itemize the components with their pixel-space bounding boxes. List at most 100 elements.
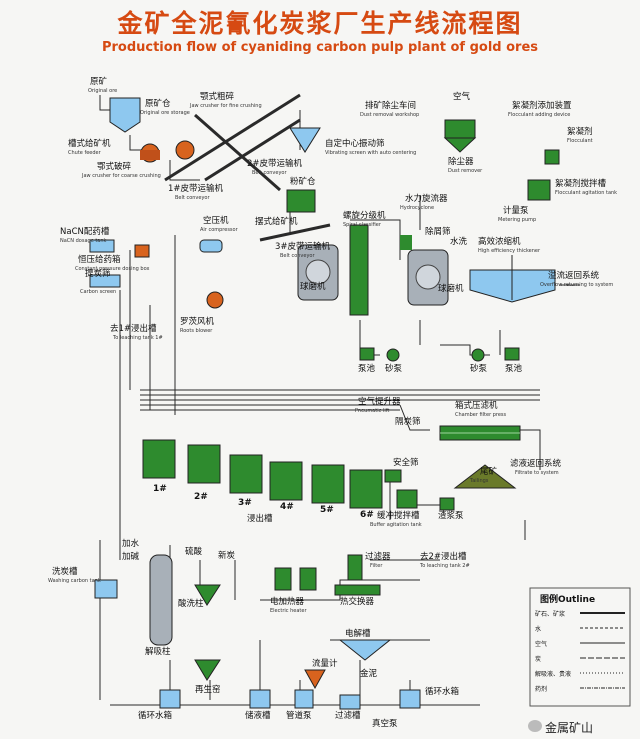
belt-conveyors [164, 93, 331, 242]
label-new-carbon: 新炭 [218, 551, 236, 561]
label-regen-kiln: 再生窑 [195, 685, 221, 695]
label-add-alkali: 加碱 [122, 552, 140, 562]
label-belt2: 2#皮带运输机 [247, 159, 303, 169]
label-raw-ore-en: Original ore [88, 88, 118, 94]
label-belt2-en: Belt conveyor [252, 170, 287, 176]
label-debris-screen: 除屑筛 [425, 227, 451, 237]
label-tailings-en: Tailings [470, 478, 489, 484]
label-nacn-tank-en: NaCN dosage tank [60, 238, 107, 244]
label-feeder-en: Chute feeder [68, 150, 101, 156]
label-leach-tank-to-en: To leaching tank 1# [113, 335, 163, 341]
heater1-shape [274, 567, 292, 591]
label-meter-pump-en: Metering pump [498, 217, 537, 223]
label-jaw2: 鄂式破碎 [97, 162, 132, 172]
label-press-filter: 箱式压滤机 [455, 401, 498, 411]
label-buffer-tank: 缓冲搅拌槽 [377, 511, 420, 521]
label-slurry-pump: 渣浆泵 [438, 511, 464, 521]
label-blower-en: Roots blower [180, 328, 213, 334]
carbon-screen-shape [89, 274, 121, 288]
label-belt-feeder: 摆式给矿机 [255, 217, 298, 227]
ball-mill-2-shape [407, 249, 449, 306]
label-belt3: 3#皮带运输机 [275, 242, 331, 252]
label-air-press-en: Air compressor [200, 227, 238, 233]
label-dust-collector-en: Dust remover [448, 168, 483, 174]
label-leach-storage: 储液槽 [245, 711, 271, 721]
label-raw-ore: 原矿 [90, 77, 108, 87]
label-carbon-screen-en: Carbon screen [80, 289, 117, 295]
label-classifier-en: Spiral classifier [343, 222, 381, 228]
buffer-tank-shape [396, 489, 418, 509]
carbon-washer-shape [94, 579, 118, 599]
label-constant-feeder-en: Constant pressure dosing box [75, 266, 150, 272]
dust-collector-shape [443, 119, 477, 153]
label-filter-en: Filter [370, 563, 383, 569]
label-buffer-tank-en: Buffer agitation tank [370, 522, 422, 528]
label-heat-exchanger: 热交换器 [340, 597, 375, 607]
label-flocculant-en: Flocculant [567, 138, 593, 144]
label-belt1: 1#皮带运输机 [168, 184, 224, 194]
blower-shape [206, 291, 224, 309]
label-belt3-en: Belt conveyor [280, 253, 315, 259]
label-flowmeter: 流量计 [312, 659, 338, 669]
label-overflow: 溢流返回系统 [548, 271, 600, 281]
ball-mill-1-shape [297, 244, 339, 301]
label-leach-tank-to: 去1#浸出槽 [110, 324, 157, 334]
label-vacuum-pump: 真空泵 [372, 719, 398, 729]
tank-5-number: 5# [320, 505, 334, 515]
label-electric-heater-en: Electric heater [270, 608, 307, 614]
label-circ-tank1: 循环水箱 [138, 711, 173, 721]
dosing-box-shape [134, 244, 150, 258]
floc-tank-shape [527, 179, 551, 201]
label-jaw1-en: Jaw crusher for fine crushing [190, 103, 262, 109]
label-hydrocyclone-en: Hydrocyclone [400, 205, 435, 211]
label-electric-heater: 电加热器 [270, 597, 305, 607]
label-ore-bin-en: Original ore storage [140, 110, 190, 116]
legend-item-carbon: 炭 [535, 656, 542, 663]
powder-bin-shape [286, 189, 316, 213]
acid-wash-shape [194, 584, 221, 606]
label-elec-cell: 电解槽 [345, 629, 371, 639]
label-pump1: 砂泵 [385, 364, 403, 374]
label-tailings: 尾矿 [480, 467, 498, 477]
label-acid: 硫酸 [185, 547, 203, 557]
label-add-water: 加水 [122, 539, 140, 549]
tank-1-number: 1# [153, 484, 167, 494]
tank-6-number: 6# [360, 510, 374, 520]
label-pump2: 砂泵 [470, 364, 488, 374]
label-feeder: 槽式给矿机 [68, 139, 111, 149]
slurry-pump-shape [439, 497, 455, 511]
label-filtrate-return-en: Filtrate to system [515, 470, 559, 476]
debris-screen-shape [400, 235, 412, 250]
legend-box [529, 587, 631, 707]
label-floc-device: 絮凝剂添加装置 [512, 101, 572, 111]
label-blower: 罗茨风机 [180, 317, 215, 327]
label-to-leach: 去2#浸出槽 [420, 552, 467, 562]
label-carbon-screen: 提炭筛 [85, 269, 111, 279]
jaw-crusher-shapes [140, 140, 195, 163]
electrolytic-cell-shape [338, 639, 392, 661]
label-ball-mill2: 球磨机 [438, 284, 464, 294]
legend-item-reagent: 药剂 [535, 686, 548, 693]
legend-item-solution: 解吸液、贵液 [535, 671, 572, 678]
flowmeter-shape [304, 669, 326, 690]
tank-4-number: 4# [280, 502, 294, 512]
label-flocculant: 絮凝剂 [567, 127, 593, 137]
label-leach: 浸出槽 [247, 514, 273, 524]
label-filter-tank: 过滤槽 [335, 711, 361, 721]
nacn-tank-shape [89, 239, 115, 253]
label-air-press: 空压机 [203, 216, 229, 226]
floc-device-shape [544, 149, 560, 165]
legend-item-water: 水 [535, 626, 542, 633]
label-screen-en: Vibrating screen with auto centering [325, 150, 417, 156]
legend-item-ore: 矿石、矿浆 [535, 611, 566, 618]
label-thickener-en: High efficiency thickener [478, 248, 541, 254]
diagram-title: 金矿全泥氰化炭浆厂生产线流程图 [117, 9, 523, 38]
label-press-filter-en: Chamber filter press [455, 412, 507, 418]
tailings-pile-shape [453, 464, 517, 489]
label-airlift-en: Pneumatic lift [355, 408, 390, 414]
label-dust-room: 排矿除尘车间 [365, 101, 417, 111]
label-gold-mud: 金泥 [360, 669, 378, 679]
press-filter-shape [439, 425, 521, 441]
